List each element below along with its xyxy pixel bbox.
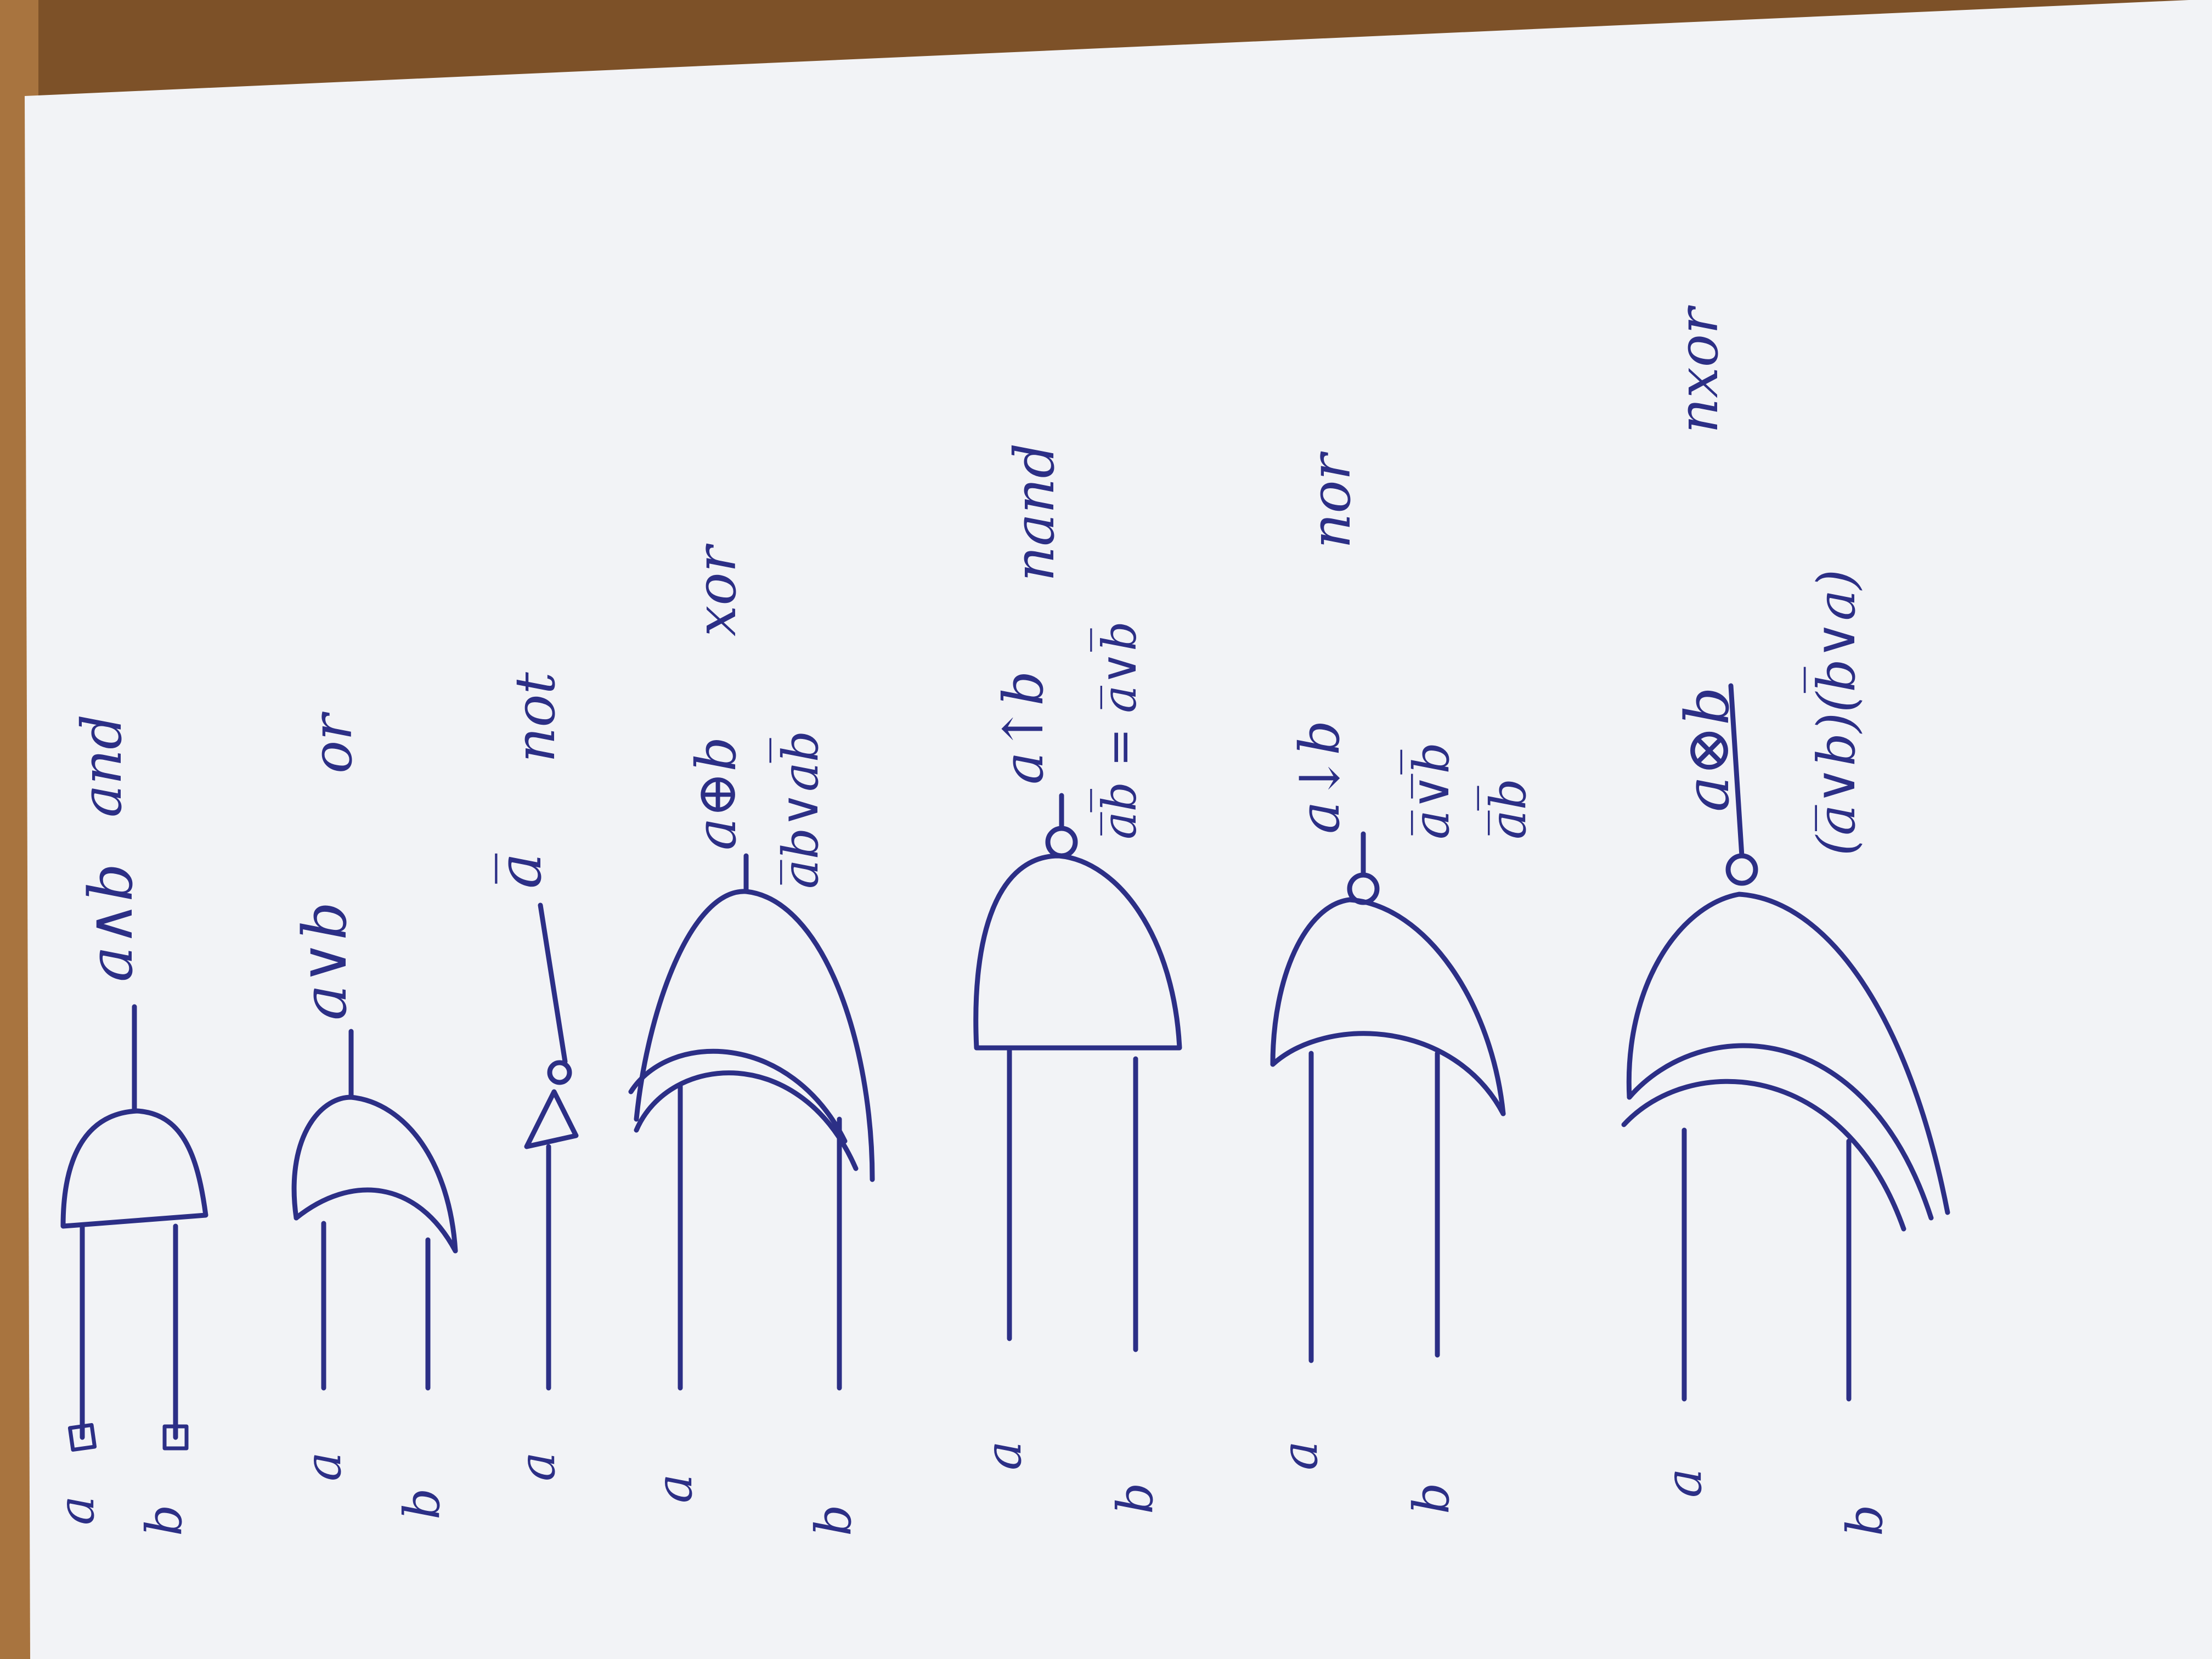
and-output-label: a∧b <box>76 863 146 982</box>
gate-not <box>524 902 579 1391</box>
nor-formula-1: a̅∨̅b̅ <box>1400 742 1460 839</box>
or-input-b: b <box>393 1488 451 1520</box>
xor-formula: a̅b∨ab̅ <box>769 731 830 889</box>
nand-gate-name: nand <box>1002 443 1066 582</box>
or-output-label: a∨b <box>290 901 360 1020</box>
xor-output-label: a⊕b <box>684 737 748 850</box>
nxor-input-b: b <box>1836 1504 1894 1536</box>
nor-gate-name: nor <box>1299 451 1363 549</box>
not-output-label: a̅ <box>484 853 555 889</box>
nxor-gate-name: nxor <box>1666 305 1730 433</box>
nand-output-label: a↑b <box>991 671 1056 785</box>
and-input-b: b <box>136 1504 193 1536</box>
paper-sheet <box>25 0 2212 1659</box>
xor-input-a: a <box>646 1474 703 1503</box>
gate-or <box>291 1029 458 1391</box>
nor-input-a: a <box>1271 1441 1329 1470</box>
gate-and <box>60 1004 208 1452</box>
nand-input-b: b <box>1107 1482 1164 1514</box>
gate-nor <box>1270 831 1506 1363</box>
and-gate-name: and <box>70 714 134 817</box>
gate-xor <box>628 853 875 1391</box>
nor-formula-2: a̅b̅ <box>1477 778 1537 839</box>
not-input-a: a <box>509 1452 566 1481</box>
and-input-a: a <box>48 1496 105 1525</box>
nxor-formula: (a̅∨b)(b̅∨a) <box>1803 569 1867 856</box>
gate-nxor <box>1621 683 1950 1402</box>
or-input-a: a <box>295 1452 352 1481</box>
nor-input-b: b <box>1403 1482 1460 1514</box>
xor-gate-name: xor <box>684 543 748 636</box>
nxor-input-a: a <box>1655 1468 1713 1498</box>
nand-formula: a̅b̅ = a̅∨b̅ <box>1091 621 1147 839</box>
gate-nand <box>973 793 1182 1352</box>
nand-input-a: a <box>975 1441 1032 1470</box>
xor-input-b: b <box>805 1504 862 1536</box>
nxor-output-label: a⊗b <box>1672 687 1742 812</box>
nor-output-label: a↓b <box>1288 720 1352 834</box>
not-gate-name: not <box>503 672 567 763</box>
or-gate-name: or <box>300 712 364 774</box>
